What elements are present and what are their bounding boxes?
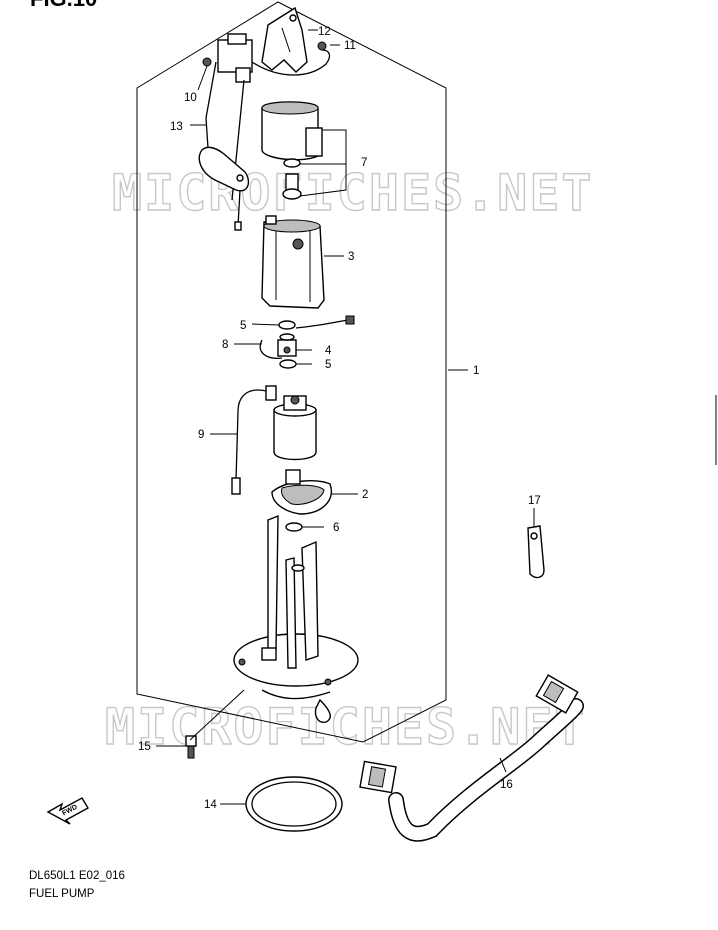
assembly-boundary [136, 1, 447, 743]
diagram-code: DL650L1 E02_016 [29, 870, 125, 882]
part-11-nut [317, 41, 327, 51]
callout-4: 4 [325, 345, 332, 357]
part-9-fuel-pump [231, 385, 317, 495]
callout-8: 8 [222, 339, 228, 351]
figure-number: FIG.10 [30, 0, 97, 12]
pump-base-plate [233, 514, 359, 723]
callout-1: 1 [473, 365, 479, 377]
part-13-fuel-level-float [198, 61, 250, 231]
part-16-fuel-hose [359, 674, 584, 842]
callout-14: 14 [204, 799, 217, 811]
callout-9: 9 [198, 429, 204, 441]
callout-16: 16 [500, 779, 513, 791]
callout-numbers: 12 11 10 13 7 3 5 8 4 5 1 9 2 17 6 15 16… [138, 26, 541, 811]
part-5-upper-seal [278, 315, 355, 330]
diagram-title: FUEL PUMP [29, 888, 95, 900]
leader-lines [156, 29, 535, 805]
watermark-bottom: MICROFICHES.NET [105, 698, 587, 756]
forward-arrow-icon: FWD [46, 797, 89, 825]
part-5-lower-seal [279, 359, 297, 369]
part-2-fuel-filter [271, 469, 333, 515]
part-15-bolt [185, 735, 197, 759]
callout-2: 2 [362, 489, 368, 501]
callout-13: 13 [170, 121, 183, 133]
part-4-regulator [277, 333, 297, 357]
part-17-clamp [527, 525, 545, 579]
callout-15: 15 [138, 741, 151, 753]
callout-3: 3 [348, 251, 354, 263]
part-12-bracket [261, 6, 308, 73]
watermark-top: MICROFICHES.NET [112, 164, 594, 222]
part-14-gasket [245, 776, 343, 832]
part-10-screw [202, 57, 212, 67]
part-8-harness [259, 339, 283, 359]
callout-6: 6 [333, 522, 339, 534]
callout-5-lower: 5 [325, 359, 331, 371]
callout-5-upper: 5 [240, 320, 246, 332]
callout-12: 12 [318, 26, 331, 38]
callout-11: 11 [344, 40, 356, 52]
top-connector [217, 33, 331, 201]
part-7-pump-cap [261, 101, 323, 200]
callout-10: 10 [184, 92, 197, 104]
part-6-washer [285, 522, 303, 532]
callout-17: 17 [528, 495, 541, 507]
callout-7: 7 [361, 157, 367, 169]
part-3-pump-holder [261, 215, 325, 309]
